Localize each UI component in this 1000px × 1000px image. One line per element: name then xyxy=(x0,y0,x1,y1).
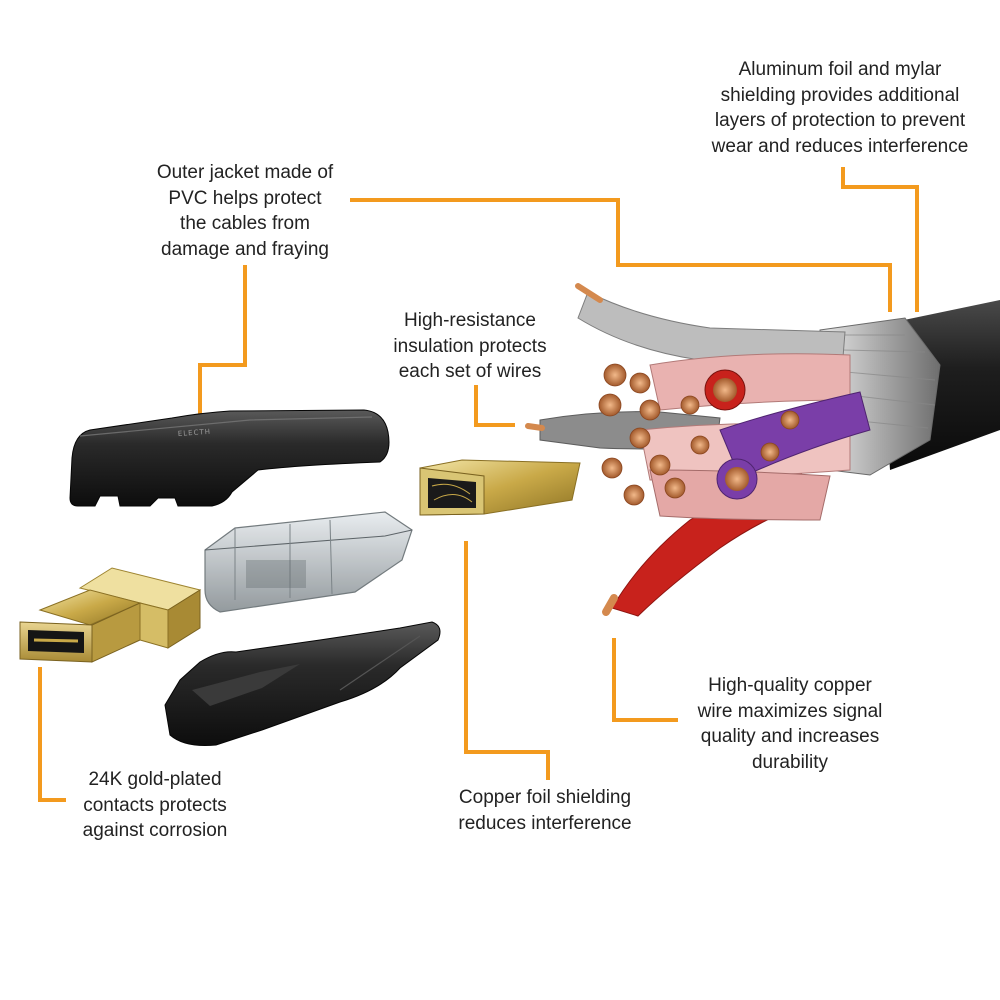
callout-line: 24K gold-plated xyxy=(88,769,222,790)
gold-plated-plug xyxy=(19,567,202,663)
callout-line: quality and increases xyxy=(700,726,880,747)
callout-aluminum-foil: Aluminum foil and mylar shielding provid… xyxy=(680,57,1000,159)
callout-outer-jacket: Outer jacket made of PVC helps protect t… xyxy=(120,160,370,262)
callout-line: Copper foil shielding xyxy=(458,787,632,808)
callout-insulation: High-resistance insulation protects each… xyxy=(370,308,570,385)
callout-line: shielding provides additional xyxy=(720,84,960,106)
callout-line: durability xyxy=(751,751,829,773)
callout-copper-wire: High-quality copper wire maximizes signa… xyxy=(670,673,910,775)
leader-copper-foil xyxy=(464,541,550,780)
leader-lines xyxy=(38,167,919,802)
callout-line: PVC helps protect xyxy=(168,187,322,209)
cable-cross-section xyxy=(525,283,1000,617)
callout-line: contacts protects xyxy=(83,794,227,816)
callout-line: High-resistance xyxy=(404,310,536,331)
leader-insulation xyxy=(474,385,515,427)
jacket-brand-text: ELECTH xyxy=(178,428,212,438)
leader-copper-wire xyxy=(612,638,678,722)
top-connector-shell: ELECTH xyxy=(69,409,390,507)
callout-line: Outer jacket made of xyxy=(156,162,334,183)
bottom-connector-shell xyxy=(164,621,441,746)
copper-strand-ends xyxy=(598,363,800,506)
leader-aluminum-foil xyxy=(841,167,919,312)
leader-outer-jacket xyxy=(198,265,247,425)
callout-line: wire maximizes signal xyxy=(697,700,883,722)
callout-copper-foil: Copper foil shielding reduces interferen… xyxy=(430,785,660,836)
callout-line: against corrosion xyxy=(82,820,228,841)
callout-line: each set of wires xyxy=(398,361,542,382)
callout-line: layers of protection to prevent xyxy=(714,110,966,131)
copper-foil-sleeve xyxy=(419,459,581,516)
callout-line: wear and reduces interference xyxy=(711,135,969,157)
callout-gold-contacts: 24K gold-plated contacts protects agains… xyxy=(50,767,260,844)
leader-gold-contacts xyxy=(38,667,66,802)
callout-line: Aluminum foil and mylar xyxy=(738,59,942,80)
clear-plastic-insert xyxy=(204,511,413,613)
callout-line: reduces interference xyxy=(458,812,632,834)
callout-line: insulation protects xyxy=(393,335,547,357)
callout-line: damage and fraying xyxy=(161,238,329,260)
callout-line: the cables from xyxy=(180,213,310,234)
callout-line: High-quality copper xyxy=(708,675,872,696)
leader-outer-jacket-to-cable xyxy=(350,198,892,312)
